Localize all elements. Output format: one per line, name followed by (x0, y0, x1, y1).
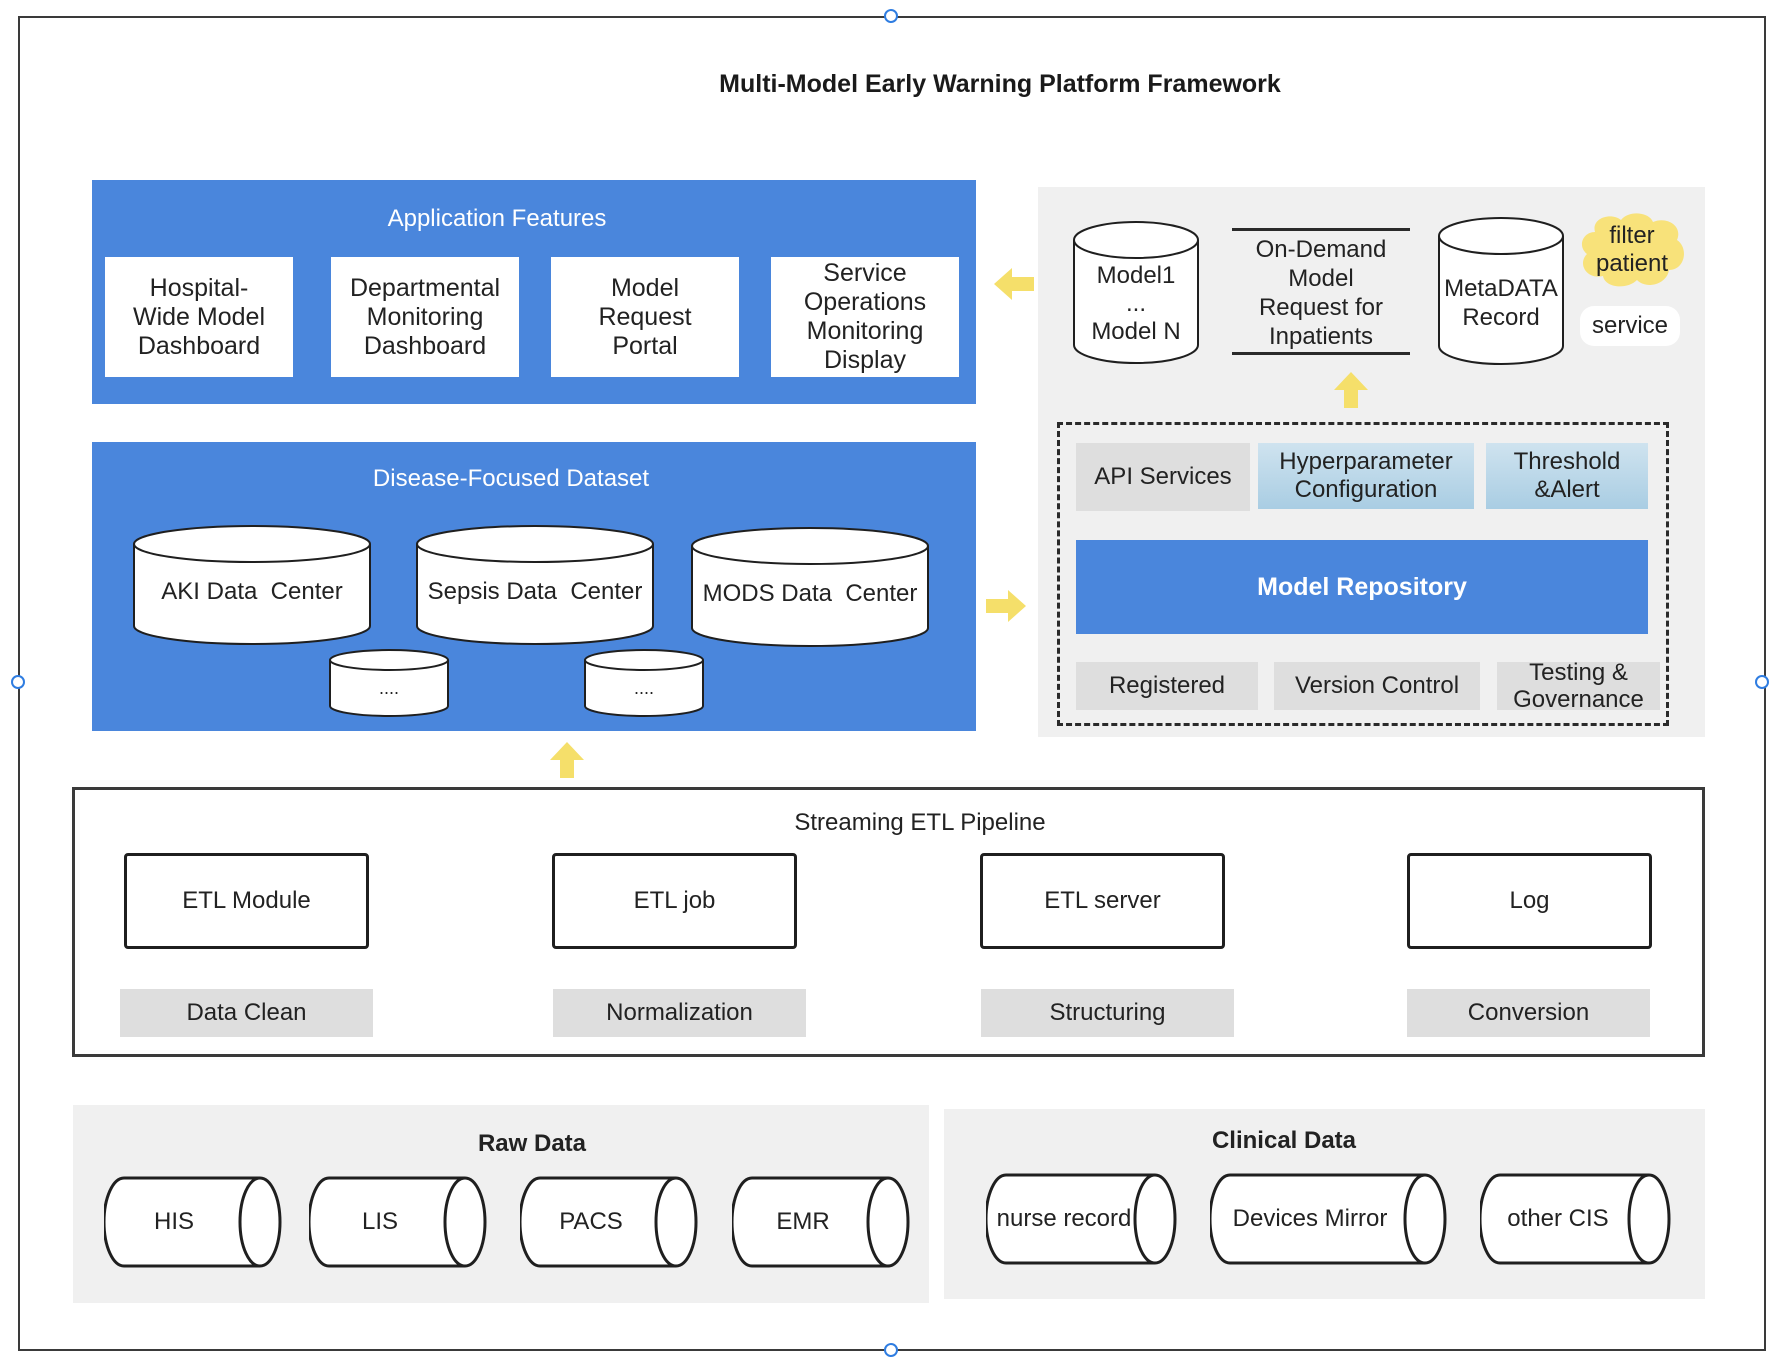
hyperparameter-configuration-chip[interactable]: Hyperparameter Configuration (1258, 443, 1474, 509)
resize-handle-left[interactable] (11, 675, 25, 689)
disease-dataset-panel: Disease-Focused Dataset AKI Data Center … (92, 442, 976, 731)
nurse-record-label: nurse record (996, 1205, 1132, 1232)
model-store-cylinder[interactable]: Model1 ... Model N (1072, 220, 1200, 365)
model-services-dashed-box (1057, 422, 1669, 726)
more-data-center-2[interactable]: .... (583, 648, 705, 718)
api-services-chip[interactable]: API Services (1076, 443, 1250, 511)
lis-label: LIS (361, 1208, 399, 1235)
data-clean-step[interactable]: Data Clean (120, 989, 373, 1037)
on-demand-top-rule (1232, 228, 1410, 231)
other-cis-source[interactable]: other CIS (1480, 1173, 1671, 1265)
mods-data-center[interactable]: MODS Data Center (690, 526, 930, 648)
aki-data-center[interactable]: AKI Data Center (132, 524, 372, 646)
other-cis-label: other CIS (1507, 1205, 1609, 1232)
feature-card-service-operations-display[interactable]: Service Operations Monitoring Display (771, 257, 959, 377)
pacs-label: PACS (559, 1208, 623, 1235)
cloud-shape-icon (1581, 213, 1684, 287)
resize-handle-bottom[interactable] (884, 1343, 898, 1357)
etl-job-box[interactable]: ETL job (552, 853, 797, 949)
normalization-step[interactable]: Normalization (553, 989, 806, 1037)
model-repository-bar[interactable]: Model Repository (1076, 540, 1648, 634)
arrow-right-to-model-repo-icon (986, 590, 1026, 622)
conversion-step[interactable]: Conversion (1407, 989, 1650, 1037)
sepsis-data-center[interactable]: Sepsis Data Center (415, 524, 655, 646)
clinical-data-title: Clinical Data (1211, 1127, 1357, 1154)
testing-governance-chip[interactable]: Testing & Governance (1497, 659, 1660, 713)
resize-handle-top[interactable] (884, 9, 898, 23)
structuring-step[interactable]: Structuring (981, 989, 1234, 1037)
etl-pipeline-title: Streaming ETL Pipeline (794, 809, 1046, 836)
resize-handle-right[interactable] (1755, 675, 1769, 689)
log-box[interactable]: Log (1407, 853, 1652, 949)
filter-patient-label: filter patient (1595, 222, 1669, 277)
feature-card-departmental-dashboard[interactable]: Departmental Monitoring Dashboard (331, 257, 519, 377)
metadata-record-label: MetaDATA Record (1444, 275, 1558, 331)
threshold-alert-chip[interactable]: Threshold &Alert (1486, 443, 1648, 509)
raw-data-title: Raw Data (477, 1130, 587, 1157)
etl-pipeline-panel (72, 787, 1705, 1057)
aki-data-center-label: AKI Data Center (161, 578, 343, 605)
emr-label: EMR (776, 1208, 830, 1235)
registered-chip[interactable]: Registered (1076, 662, 1258, 710)
arrow-up-to-dataset-icon (550, 742, 584, 778)
etl-module-box[interactable]: ETL Module (124, 853, 369, 949)
etl-server-box[interactable]: ETL server (980, 853, 1225, 949)
sepsis-data-center-label: Sepsis Data Center (427, 578, 643, 605)
application-features-title: Application Features (387, 205, 607, 232)
on-demand-bottom-rule (1232, 352, 1410, 355)
devices-mirror-source[interactable]: Devices Mirror (1210, 1173, 1447, 1265)
his-source[interactable]: HIS (104, 1176, 282, 1268)
feature-card-hospital-dashboard[interactable]: Hospital- Wide Model Dashboard (105, 257, 293, 377)
application-features-panel: Application Features Hospital- Wide Mode… (92, 180, 976, 404)
mods-data-center-label: MODS Data Center (702, 580, 918, 607)
lis-source[interactable]: LIS (309, 1176, 487, 1268)
more-data-center-2-label: .... (633, 678, 654, 698)
disease-dataset-title: Disease-Focused Dataset (372, 465, 650, 492)
arrow-left-to-app-features-icon (994, 268, 1034, 300)
on-demand-request-label: On-Demand Model Request for Inpatients (1255, 236, 1387, 350)
nurse-record-source[interactable]: nurse record (986, 1173, 1177, 1265)
filter-patient-note: filter patient (1577, 212, 1687, 288)
version-control-chip[interactable]: Version Control (1274, 662, 1480, 710)
more-data-center-1-label: .... (378, 678, 399, 698)
arrow-up-to-on-demand-icon (1334, 372, 1368, 408)
metadata-record-cylinder[interactable]: MetaDATA Record (1437, 216, 1565, 366)
feature-card-model-request-portal[interactable]: Model Request Portal (551, 257, 739, 377)
emr-source[interactable]: EMR (732, 1176, 910, 1268)
devices-mirror-label: Devices Mirror (1232, 1205, 1388, 1232)
more-data-center-1[interactable]: .... (328, 648, 450, 718)
pacs-source[interactable]: PACS (520, 1176, 698, 1268)
his-label: HIS (153, 1208, 194, 1235)
model-store-label: Model1 ... Model N (1091, 262, 1181, 345)
service-label: service (1580, 306, 1680, 346)
diagram-title: Multi-Model Early Warning Platform Frame… (719, 69, 1281, 98)
